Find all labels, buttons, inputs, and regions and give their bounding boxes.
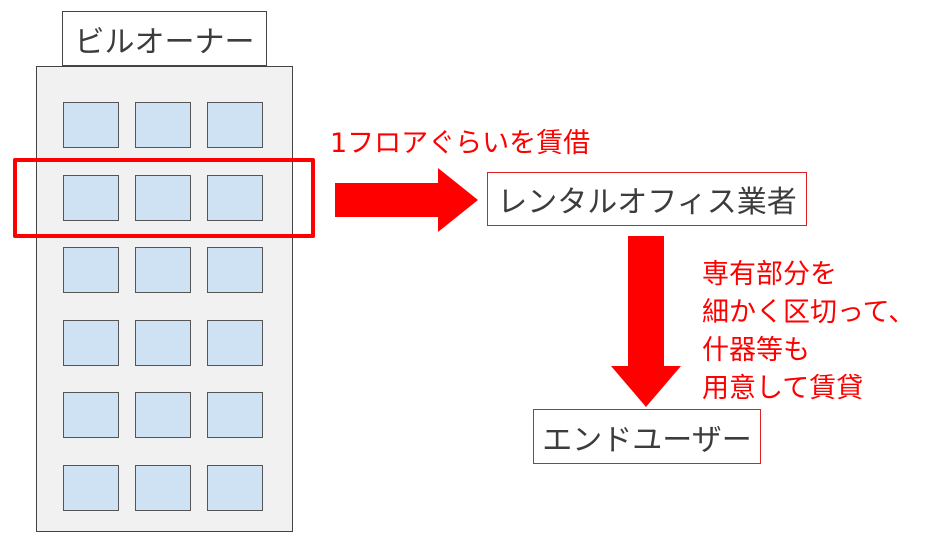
- building-window: [207, 247, 263, 293]
- note-line: 専有部分を: [702, 259, 837, 290]
- building-window: [63, 247, 119, 293]
- building-window: [63, 174, 119, 221]
- end-user-box: エンドユーザー: [533, 409, 761, 464]
- building-window: [207, 102, 263, 148]
- rental-office-provider-box: レンタルオフィス業者: [487, 172, 807, 226]
- note-line: 細かく区切って、: [702, 297, 916, 328]
- subdivision-note: 専有部分を 細かく区切って、 什器等も 用意して賃貸: [702, 256, 915, 408]
- building-window: [135, 319, 191, 366]
- building-window: [63, 319, 119, 366]
- rental-office-provider-label: レンタルオフィス業者: [497, 185, 797, 220]
- building-window: [207, 174, 263, 221]
- end-user-label: エンドユーザー: [542, 422, 752, 458]
- building-window: [63, 392, 119, 438]
- building-owner-label: ビルオーナー: [74, 24, 255, 60]
- right-arrow: [335, 168, 478, 232]
- building-window: [135, 102, 191, 148]
- building-window: [135, 174, 191, 221]
- building-window: [135, 392, 191, 438]
- down-arrow: [611, 236, 681, 407]
- building-window: [207, 464, 263, 511]
- note-line: 用意して賃貸: [702, 373, 864, 404]
- rented-floor-highlight: [13, 158, 315, 238]
- building: [36, 66, 293, 532]
- building-window: [63, 464, 119, 511]
- building-owner-box: ビルオーナー: [62, 11, 267, 66]
- building-window: [207, 392, 263, 438]
- building-window: [63, 102, 119, 148]
- floor-rent-label: 1フロアぐらいを賃借: [330, 128, 591, 159]
- note-line: 什器等も: [702, 335, 810, 366]
- building-window: [135, 247, 191, 293]
- building-window: [135, 464, 191, 511]
- building-window: [207, 319, 263, 366]
